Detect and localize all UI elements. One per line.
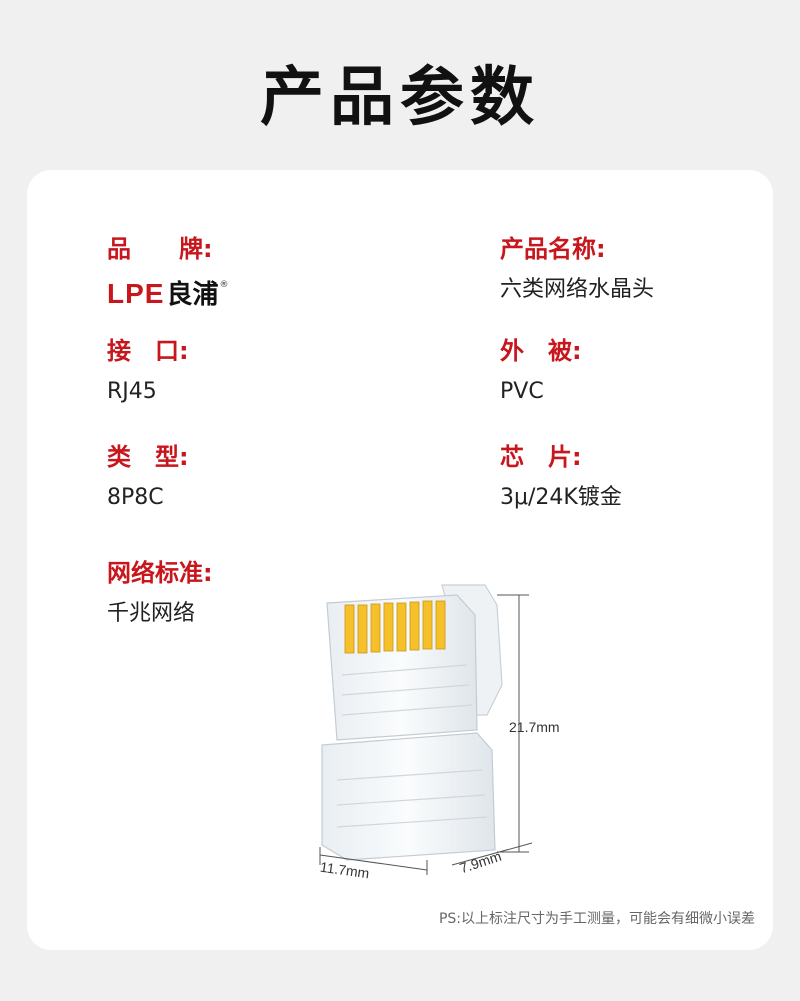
param-label-jacket: 外 被: (500, 337, 582, 365)
param-value-type: 8P8C (107, 485, 164, 510)
rj45-connector-image (319, 584, 533, 875)
height-dimension (497, 594, 529, 853)
param-label-brand: 品 牌: (107, 235, 213, 263)
param-chip: 芯 片: 3μ/24K镀金 (500, 442, 622, 512)
param-value-jacket: PVC (500, 379, 544, 404)
brand-logo-cn: 良浦 (166, 280, 219, 310)
param-label-chip: 芯 片: (500, 443, 582, 471)
param-value-chip: 3μ/24K镀金 (500, 485, 622, 510)
param-value-standard: 千兆网络 (107, 601, 196, 626)
param-value-product-name: 六类网络水晶头 (500, 277, 655, 302)
brand-logo-latin: LPE (107, 278, 165, 309)
spec-card: 品 牌: LPE 良浦 ® 产品名称: 六类网络水晶头 接 口: RJ45 外 … (27, 170, 773, 950)
param-interface: 接 口: RJ45 (107, 336, 189, 406)
param-brand: 品 牌: LPE 良浦 ® (107, 234, 228, 311)
brand-logo: LPE 良浦 ® (107, 274, 228, 311)
param-label-type: 类 型: (107, 443, 189, 471)
gold-contacts (344, 600, 446, 654)
param-type: 类 型: 8P8C (107, 442, 189, 512)
measurement-note: PS:以上标注尺寸为手工测量，可能会有细微小误差 (438, 911, 755, 927)
param-label-product-name: 产品名称: (500, 235, 606, 263)
param-standard: 网络标准: 千兆网络 (107, 558, 213, 628)
height-label: 21.7mm (509, 719, 560, 735)
width-dimension (319, 847, 428, 875)
registered-mark: ® (219, 280, 229, 290)
param-product-name: 产品名称: 六类网络水晶头 (500, 234, 654, 304)
page-title: 产品参数 (260, 61, 540, 135)
param-value-interface: RJ45 (107, 379, 157, 404)
param-jacket: 外 被: PVC (500, 336, 582, 406)
param-label-interface: 接 口: (107, 337, 189, 365)
depth-dimension (451, 842, 533, 866)
param-label-standard: 网络标准: (107, 559, 213, 587)
